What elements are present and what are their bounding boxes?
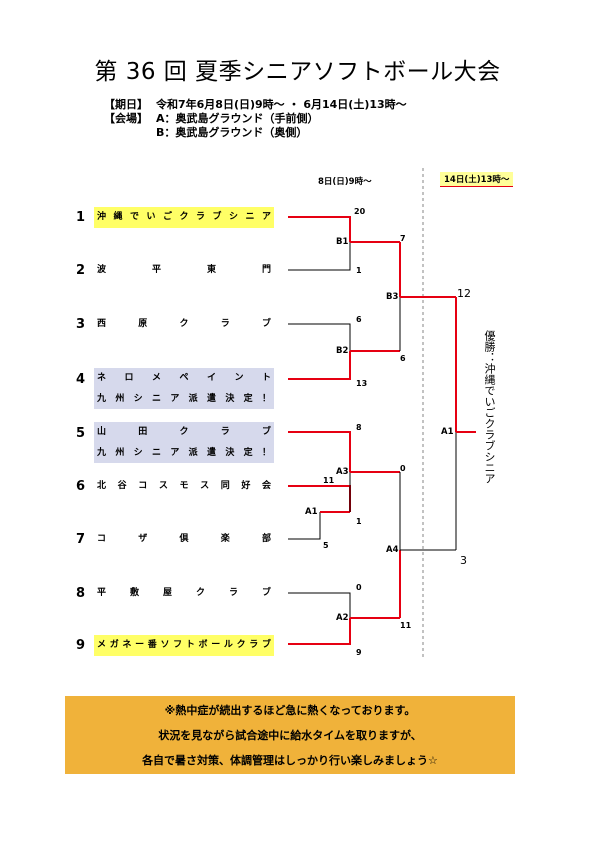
page-title: 第 36 回 夏季シニアソフトボール大会 [94, 59, 501, 85]
match-b3-label: B3 [386, 292, 399, 302]
score-a3-top: 8 [356, 423, 362, 432]
venue-a-text: A：奥武島グラウンド（手前側） [156, 112, 319, 125]
line-team5-a3 [288, 431, 351, 472]
match-b2-label: B2 [336, 346, 349, 356]
match-a3-label: A3 [336, 467, 349, 477]
score-a4-top: 0 [400, 464, 406, 473]
seed-6: 6 [76, 479, 86, 494]
team-1: 沖縄でいごクラブシニア [94, 207, 274, 228]
team-4: ネロメペイント [94, 368, 274, 389]
score-final-bottom: 3 [460, 554, 467, 567]
seed-7: 7 [76, 532, 86, 547]
date-text: 令和7年6月8日(日)9時～ ・ 6月14日(土)13時～ [156, 98, 407, 111]
score-b2-bottom: 13 [356, 379, 368, 388]
notice-line-1: ※熱中症が続出するほど急に熱くなっております。 [164, 704, 416, 717]
line-team7-a1 [288, 512, 321, 540]
score-b3-top: 7 [400, 234, 406, 243]
date-label: 【期日】 [104, 98, 148, 111]
line-team4-b2 [288, 351, 351, 380]
notice-line-2: 状況を見ながら試合途中に給水タイムを取りますが、 [158, 729, 422, 742]
seed-9: 9 [76, 638, 86, 653]
venue-b-text: B：奥武島グラウンド（奥側） [156, 126, 308, 139]
team-4-note: 九州シニア派遣決定！ [94, 389, 274, 409]
line-team9-a2 [288, 618, 351, 645]
team-8: 平敷屋クラブ [97, 588, 271, 598]
score-a2-bottom: 9 [356, 648, 362, 657]
venue-b-row: B：奥武島グラウンド（奥側） [104, 124, 307, 140]
venue-row: 【会場】 A：奥武島グラウンド（手前側） [104, 110, 319, 126]
score-a3-bottom: 1 [356, 517, 362, 526]
seed-8: 8 [76, 586, 86, 601]
score-a4-bottom: 11 [400, 621, 412, 630]
day1-header: 8日(日)9時～ [318, 177, 372, 187]
line-team3-b2 [288, 323, 351, 351]
line-team1-b1 [288, 216, 351, 242]
notice-line-3: 各自で暑さ対策、体調管理はしっかり行い楽しみましょう☆ [142, 754, 438, 767]
seed-4: 4 [76, 372, 86, 387]
line-team8-a2 [288, 592, 351, 618]
match-a1-label: A1 [305, 507, 318, 517]
team-7: コザ倶楽部 [97, 534, 271, 544]
day2-header: 14日(土)13時～ [440, 172, 514, 187]
score-b2-top: 6 [356, 315, 362, 324]
score-a1-bottom: 5 [323, 541, 329, 550]
score-b1-top: 20 [354, 207, 366, 216]
score-b1-bottom: 1 [356, 266, 362, 275]
team-6: 北谷コスモス同好会 [97, 481, 271, 491]
score-a2-top: 0 [356, 583, 362, 592]
venue-label: 【会場】 [104, 112, 148, 125]
line-team6-a1 [288, 485, 351, 512]
seed-2: 2 [76, 263, 86, 278]
match-a4-label: A4 [386, 545, 399, 555]
match-a2-label: A2 [336, 613, 349, 623]
score-final-top: 12 [457, 287, 471, 300]
seed-3: 3 [76, 317, 86, 332]
team-5: 山田クラブ [94, 422, 274, 443]
match-b1-label: B1 [336, 237, 349, 247]
seed-5: 5 [76, 426, 86, 441]
match-final-label: A1 [441, 427, 454, 437]
team-5-note: 九州シニア派遣決定！ [94, 443, 274, 463]
date-row: 【期日】令和7年6月8日(日)9時～ ・ 6月14日(土)13時～ [104, 96, 407, 112]
team-3: 西原クラブ [97, 319, 271, 329]
score-b3-bottom: 6 [400, 354, 406, 363]
score-a1-top: 11 [323, 476, 335, 485]
seed-1: 1 [76, 210, 86, 225]
line-team2-b1 [288, 242, 351, 271]
heat-notice: ※熱中症が続出するほど急に熱くなっております。 状況を見ながら試合途中に給水タイ… [65, 696, 515, 774]
team-9: メガネー番ソフトボールクラブ [94, 635, 274, 656]
team-2: 波平東門 [97, 265, 271, 275]
champion-label: 優勝：沖縄でいごクラブシニア [483, 330, 496, 484]
